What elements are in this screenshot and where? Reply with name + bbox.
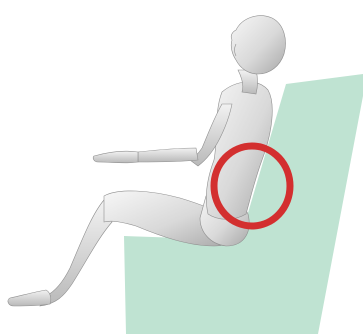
- hand: [93, 151, 138, 163]
- head: [231, 16, 285, 74]
- foot: [8, 290, 51, 306]
- lower-leg: [40, 200, 112, 306]
- forearm: [138, 148, 198, 162]
